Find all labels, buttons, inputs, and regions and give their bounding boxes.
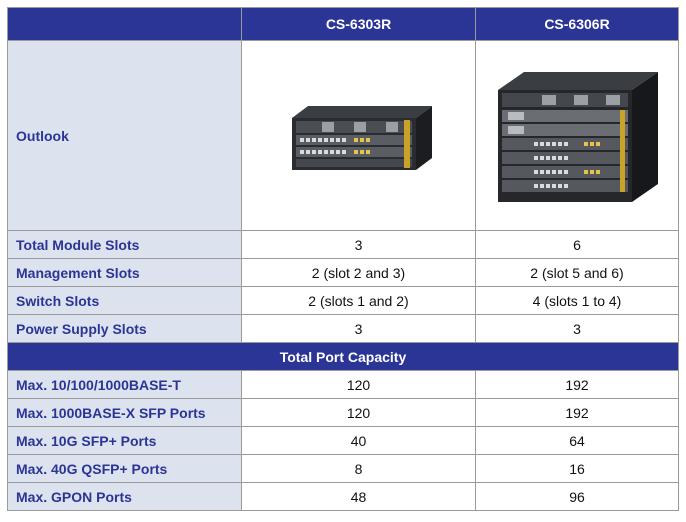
row-label: Management Slots xyxy=(7,258,242,287)
outlook-cell-cs6303r xyxy=(241,40,476,231)
spec-row-max-gpon: Max. GPON Ports 48 96 xyxy=(7,482,679,511)
outlook-row: Outlook xyxy=(7,40,679,231)
row-value-cs6303r: 2 (slot 2 and 3) xyxy=(241,258,476,287)
row-value-cs6303r: 40 xyxy=(241,426,476,455)
row-label: Max. GPON Ports xyxy=(7,482,242,511)
row-value-cs6303r: 3 xyxy=(241,314,476,343)
spec-row-max-10g-sfp-plus: Max. 10G SFP+ Ports 40 64 xyxy=(7,426,679,455)
row-value-cs6306r: 192 xyxy=(475,398,679,427)
header-row: CS-6303R CS-6306R xyxy=(7,7,679,41)
row-label: Max. 10G SFP+ Ports xyxy=(7,426,242,455)
model-header-cs6303r: CS-6303R xyxy=(241,7,476,41)
spec-row-max-40g-qsfp-plus: Max. 40G QSFP+ Ports 8 16 xyxy=(7,454,679,483)
row-value-cs6306r: 16 xyxy=(475,454,679,483)
section-title: Total Port Capacity xyxy=(7,342,679,371)
row-label: Max. 40G QSFP+ Ports xyxy=(7,454,242,483)
chassis-6-slot-image xyxy=(498,71,658,202)
row-label: Switch Slots xyxy=(7,286,242,315)
row-value-cs6303r: 8 xyxy=(241,454,476,483)
section-header-row: Total Port Capacity xyxy=(7,342,679,371)
spec-row-max-10-100-1000base-t: Max. 10/100/1000BASE-T 120 192 xyxy=(7,370,679,399)
spec-comparison-table: CS-6303R CS-6306R Outlook xyxy=(7,7,679,511)
spec-row-switch-slots: Switch Slots 2 (slots 1 and 2) 4 (slots … xyxy=(7,286,679,315)
spec-row-total-module-slots: Total Module Slots 3 6 xyxy=(7,230,679,259)
row-value-cs6303r: 2 (slots 1 and 2) xyxy=(241,286,476,315)
spec-row-power-supply-slots: Power Supply Slots 3 3 xyxy=(7,314,679,343)
row-label: Power Supply Slots xyxy=(7,314,242,343)
row-label: Max. 1000BASE-X SFP Ports xyxy=(7,398,242,427)
spec-row-max-1000base-x-sfp: Max. 1000BASE-X SFP Ports 120 192 xyxy=(7,398,679,427)
row-value-cs6306r: 6 xyxy=(475,230,679,259)
row-value-cs6306r: 96 xyxy=(475,482,679,511)
row-label: Total Module Slots xyxy=(7,230,242,259)
spec-row-management-slots: Management Slots 2 (slot 2 and 3) 2 (slo… xyxy=(7,258,679,287)
row-value-cs6306r: 4 (slots 1 to 4) xyxy=(475,286,679,315)
row-value-cs6303r: 48 xyxy=(241,482,476,511)
outlook-label: Outlook xyxy=(7,40,242,231)
row-value-cs6306r: 192 xyxy=(475,370,679,399)
row-label: Max. 10/100/1000BASE-T xyxy=(7,370,242,399)
row-value-cs6303r: 120 xyxy=(241,370,476,399)
row-value-cs6306r: 64 xyxy=(475,426,679,455)
row-value-cs6306r: 3 xyxy=(475,314,679,343)
outlook-cell-cs6306r xyxy=(475,40,679,231)
model-header-cs6306r: CS-6306R xyxy=(475,7,679,41)
header-corner-cell xyxy=(7,7,242,41)
row-value-cs6303r: 3 xyxy=(241,230,476,259)
row-value-cs6306r: 2 (slot 5 and 6) xyxy=(475,258,679,287)
row-value-cs6303r: 120 xyxy=(241,398,476,427)
chassis-3-slot-image xyxy=(291,105,432,170)
